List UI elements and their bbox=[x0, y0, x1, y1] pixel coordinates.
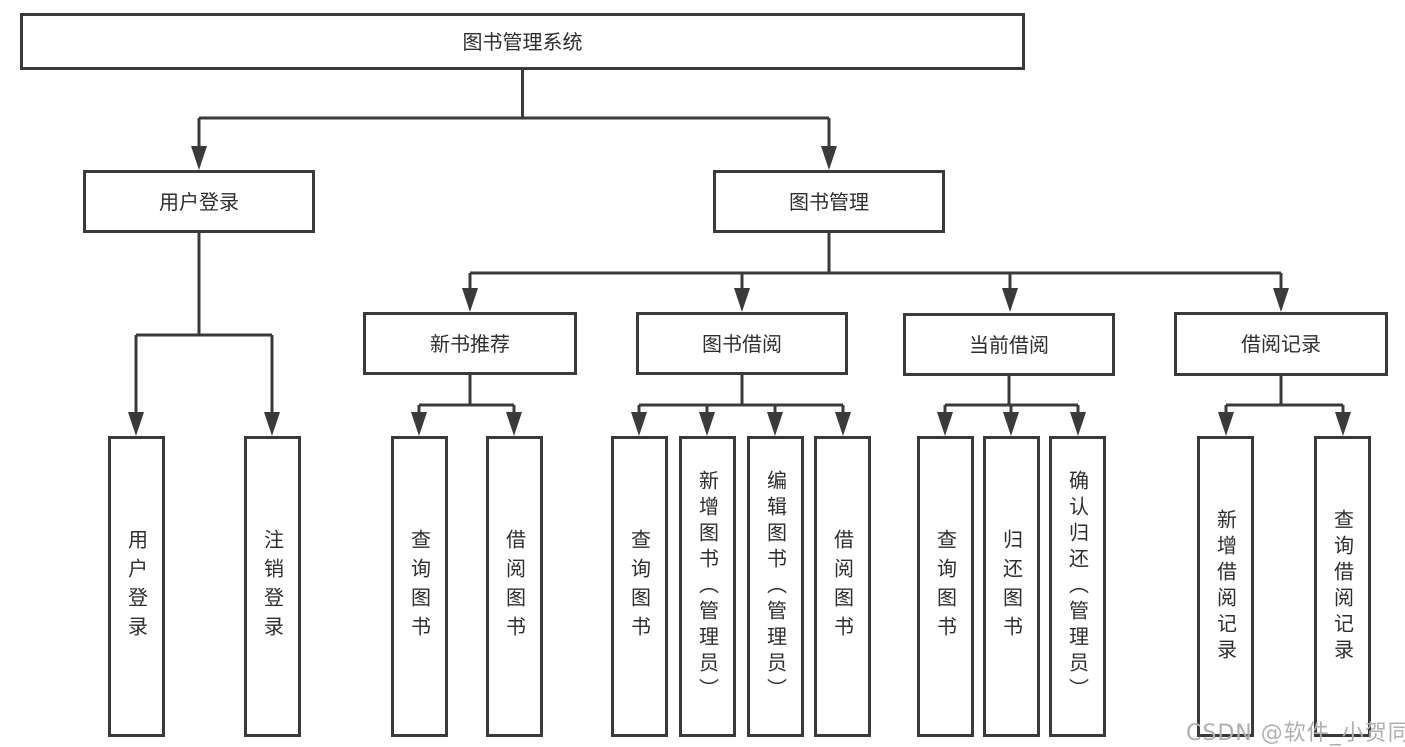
edge-bookmgmt-to-level3 bbox=[468, 233, 1283, 292]
node-new-book-recommend: 新书推荐 bbox=[363, 312, 577, 375]
node-borrow-records: 借阅记录 bbox=[1174, 312, 1388, 376]
leaf-query-borrow-record: 查询借阅记录 bbox=[1314, 436, 1371, 737]
leaf-user-login: 用户登录 bbox=[108, 436, 165, 737]
node-user-login: 用户登录 bbox=[83, 170, 315, 233]
leaf-add-book-admin: 新增图书（管理员） bbox=[679, 436, 736, 737]
leaf-borrow-books: 借阅图书 bbox=[814, 436, 871, 737]
csdn-watermark: CSDN @软件_小贺同学 bbox=[1186, 721, 1405, 746]
edge-currentborrow-to-leaves bbox=[943, 376, 1080, 416]
leaf-confirm-return-admin: 确认归还（管理员） bbox=[1049, 436, 1106, 737]
node-current-borrow: 当前借阅 bbox=[903, 313, 1115, 376]
edge-userlogin-to-leaves bbox=[134, 233, 274, 416]
edge-root-to-level2 bbox=[197, 70, 831, 150]
leaf-query-books-current: 查询图书 bbox=[917, 436, 974, 737]
leaf-query-books-borrow: 查询图书 bbox=[611, 436, 668, 737]
leaf-return-book: 归还图书 bbox=[983, 436, 1040, 737]
arrowheads bbox=[128, 146, 1351, 436]
node-book-borrow: 图书借阅 bbox=[636, 312, 848, 375]
edge-bookborrow-to-leaves bbox=[637, 375, 845, 416]
edge-borrowrecords-to-leaves bbox=[1224, 376, 1345, 416]
leaf-query-books-recommend: 查询图书 bbox=[391, 436, 448, 737]
leaf-add-borrow-record: 新增借阅记录 bbox=[1197, 436, 1254, 737]
leaf-edit-book-admin: 编辑图书（管理员） bbox=[747, 436, 804, 737]
leaf-borrow-books-recommend: 借阅图书 bbox=[486, 436, 543, 737]
leaf-logout: 注销登录 bbox=[244, 436, 301, 737]
node-book-management: 图书管理 bbox=[713, 170, 945, 233]
edge-newbookrec-to-leaves bbox=[417, 375, 516, 416]
node-root-system: 图书管理系统 bbox=[20, 13, 1025, 70]
